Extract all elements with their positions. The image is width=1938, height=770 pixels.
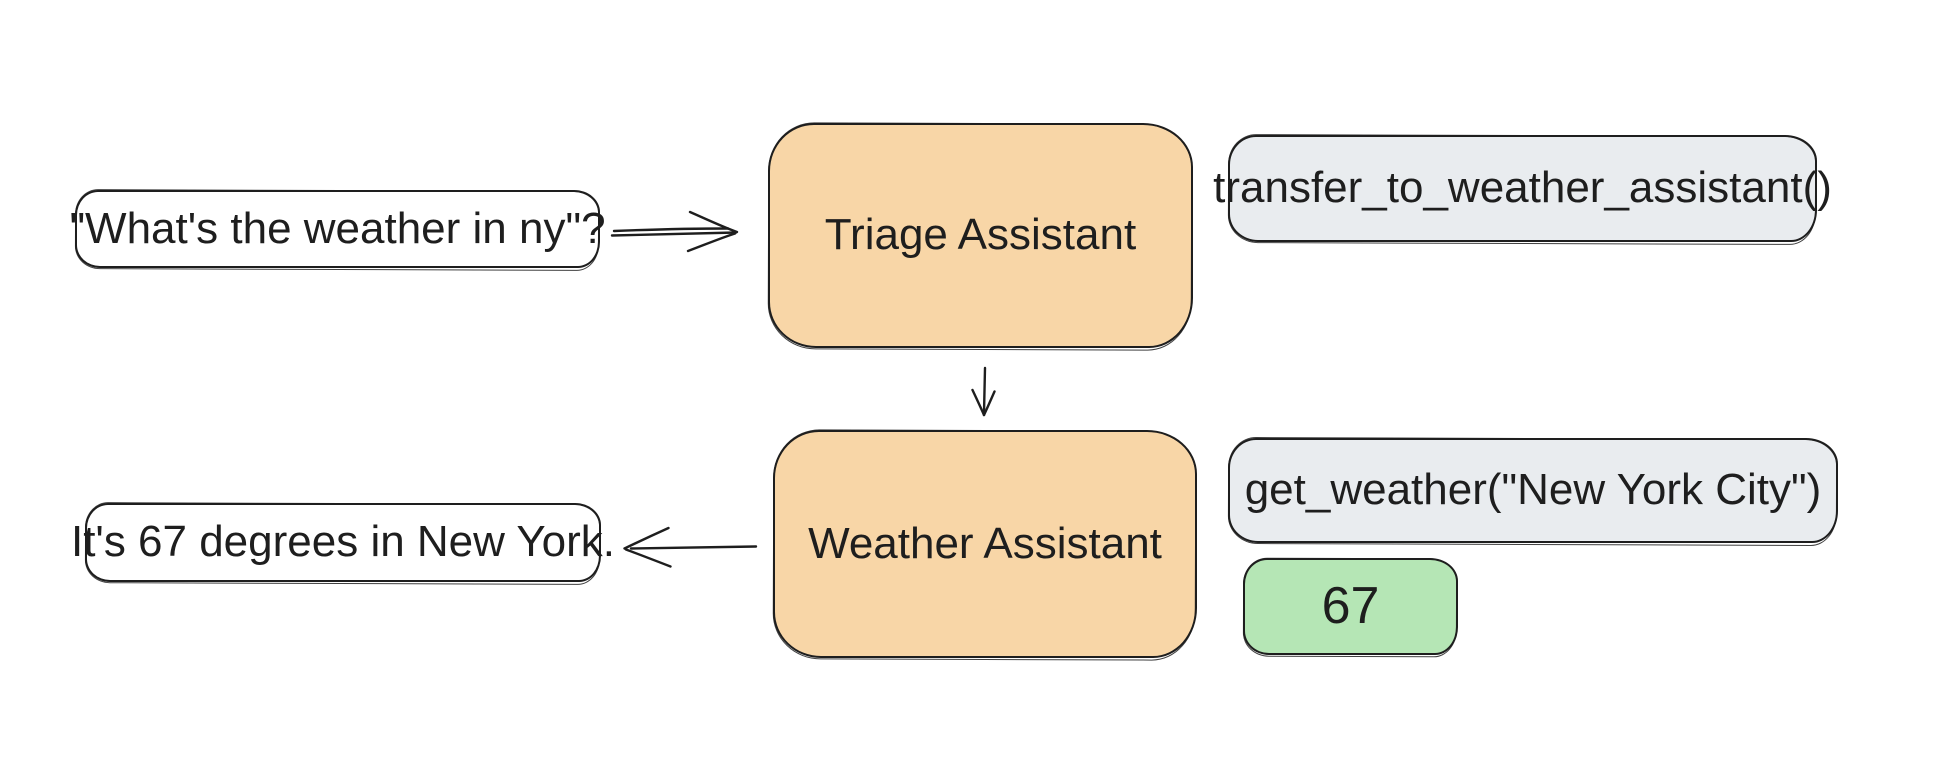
tool-result-text: 67 xyxy=(1321,576,1380,635)
get-weather-tool-call-text: get_weather("New York City") xyxy=(1244,465,1822,515)
arrow-right-icon xyxy=(610,210,739,253)
weather-assistant-node: Weather Assistant xyxy=(773,430,1197,658)
final-response-node: It's 67 degrees in New York. xyxy=(71,503,615,582)
transfer-tool-call-text: transfer_to_weather_assistant() xyxy=(1213,163,1832,213)
triage-assistant-node: Triage Assistant xyxy=(768,123,1193,348)
weather-assistant-label: Weather Assistant xyxy=(808,518,1162,568)
tool-result-node: 67 xyxy=(1243,558,1458,655)
arrow-down-icon xyxy=(971,366,996,417)
triage-assistant-label: Triage Assistant xyxy=(824,210,1137,260)
get-weather-tool-call-node: get_weather("New York City") xyxy=(1228,438,1838,543)
user-query-text: "What's the weather in ny"? xyxy=(69,203,606,253)
user-query-node: "What's the weather in ny"? xyxy=(69,190,606,268)
arrow-left-icon xyxy=(623,526,758,568)
final-response-text: It's 67 degrees in New York. xyxy=(70,517,616,567)
transfer-tool-call-node: transfer_to_weather_assistant() xyxy=(1213,135,1832,242)
